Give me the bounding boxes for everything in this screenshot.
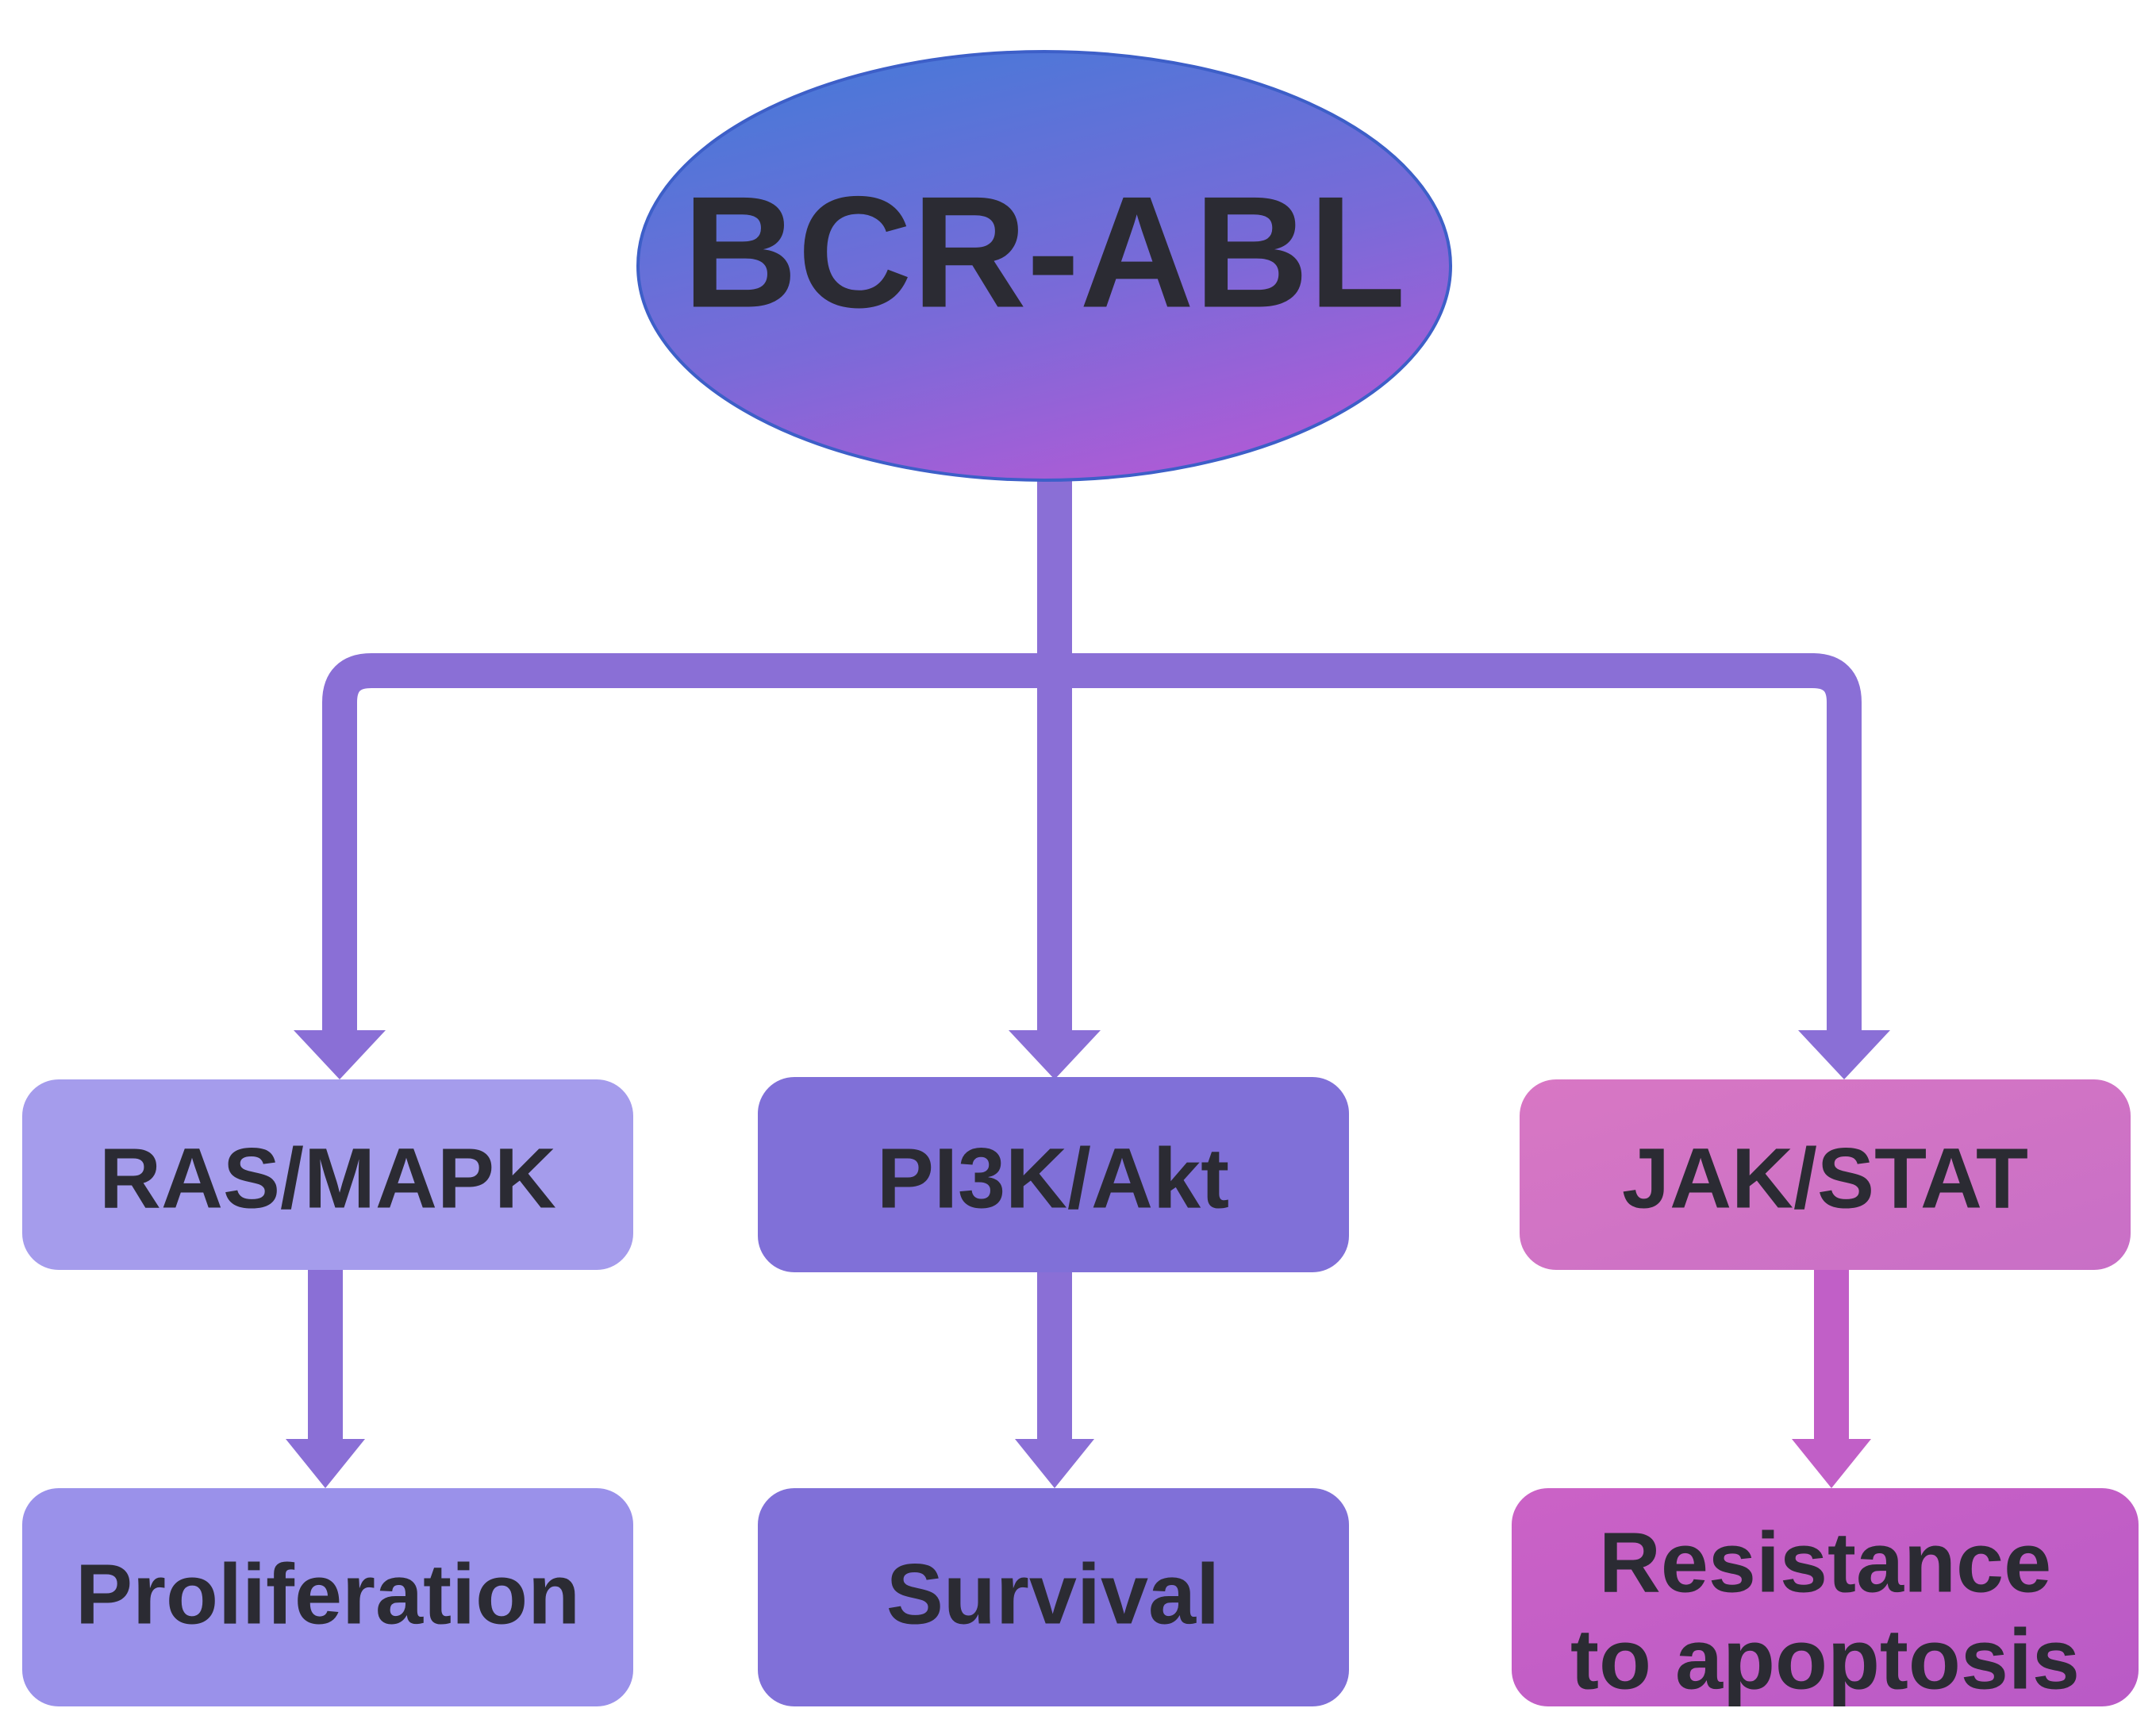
connectors [322, 480, 1862, 1032]
outcome-box-proliferation: Proliferation [22, 1488, 633, 1706]
outcome-box-survival: Survival [758, 1488, 1349, 1706]
pathway-box-pi3k-akt-shape [758, 1077, 1349, 1272]
pathway-box-ras-mapk: RAS/MAPK [22, 1079, 633, 1270]
pathway-box-pi3k-akt: PI3K/Akt [758, 1077, 1349, 1272]
pathway-box-jak-stat: JAK/STAT [1520, 1079, 2131, 1270]
arrowhead-proliferation [286, 1439, 365, 1488]
arrowhead-ras-mapk [294, 1030, 386, 1079]
pathway-label-jak-stat: JAK/STAT [1622, 1130, 2028, 1226]
outcome-box-resistance: Resistance to apoptosis [1512, 1488, 2139, 1707]
outcome-label-survival: Survival [886, 1546, 1220, 1642]
outcome-label-proliferation: Proliferation [75, 1546, 580, 1642]
branch-bar-line [322, 653, 1862, 1032]
outcome-label-resistance-line2: to apoptosis [1570, 1611, 2080, 1707]
outcome-box-resistance-shape [1512, 1488, 2139, 1706]
pathway-arrowheads [294, 1030, 1890, 1079]
pathway-box-ras-mapk-shape [22, 1079, 633, 1270]
arrowhead-survival [1015, 1439, 1094, 1488]
root-node: BCR-ABL [636, 50, 1452, 482]
outcome-box-survival-shape [758, 1488, 1349, 1706]
outcome-box-proliferation-shape [22, 1488, 633, 1706]
outcome-label-resistance-line1: Resistance [1599, 1514, 2051, 1610]
root-label: BCR-ABL [683, 164, 1406, 341]
pathway-label-pi3k-akt: PI3K/Akt [877, 1130, 1229, 1226]
arrowhead-pi3k-akt [1009, 1030, 1101, 1079]
pathway-label-ras-mapk: RAS/MAPK [99, 1130, 556, 1226]
arrowhead-resistance [1792, 1439, 1871, 1488]
arrowhead-jak-stat [1798, 1030, 1890, 1079]
root-ellipse [636, 50, 1452, 482]
pathway-box-jak-stat-shape [1520, 1079, 2131, 1270]
outcome-arrows [286, 1270, 1871, 1488]
